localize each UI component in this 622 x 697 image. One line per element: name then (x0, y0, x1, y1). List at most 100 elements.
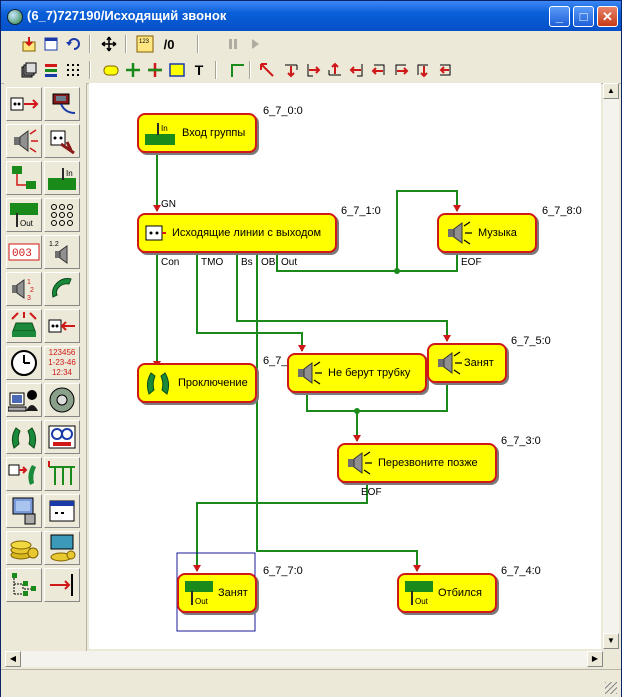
minimize-button[interactable]: _ (549, 6, 570, 27)
undo-button[interactable] (63, 34, 83, 54)
link-noanswer-join (306, 391, 357, 412)
palette-digits[interactable]: 003 (6, 235, 42, 269)
palette-group-out[interactable]: Out (6, 198, 42, 232)
palette-tree[interactable] (6, 568, 42, 602)
align-left-button[interactable] (347, 60, 367, 80)
window-button[interactable] (41, 34, 61, 54)
align-down2-button[interactable] (413, 60, 433, 80)
title-bar[interactable]: (6_7)727190/Исходящий звонок _ □ ✕ (1, 1, 621, 31)
port-eof-callback: EOF (361, 487, 382, 498)
resize-grip[interactable] (605, 682, 617, 694)
node-label: Перезвоните позже (378, 457, 478, 469)
palette-tape[interactable] (44, 420, 80, 454)
palette-ringing-phone[interactable] (6, 309, 42, 343)
palette-time-format[interactable]: 123456 1-23-46 12:34 (44, 346, 80, 380)
clock-icon (11, 350, 37, 376)
scroll-left-button[interactable]: ◀ (5, 651, 21, 667)
link-ob-to-hungup (256, 251, 421, 572)
socket-cut-icon (50, 130, 75, 154)
text-tool-button[interactable]: T (194, 62, 204, 78)
grid-button[interactable] (63, 60, 83, 80)
speaker-icon (298, 361, 322, 385)
align-topleft-button[interactable] (257, 60, 277, 80)
lines-button[interactable] (41, 60, 61, 80)
palette-payment[interactable] (44, 531, 80, 565)
speaker-icon (348, 451, 372, 475)
node-busy-out[interactable]: Out Занят (177, 573, 257, 613)
node-label: Не берут трубку (328, 367, 411, 379)
scroll-down-button[interactable]: ▼ (603, 633, 619, 649)
palette-call-forward[interactable] (6, 457, 42, 491)
palette-branch[interactable] (44, 457, 80, 491)
scroll-right-button[interactable]: ▶ (587, 651, 603, 667)
palette-end[interactable] (44, 568, 80, 602)
call-forward-icon (8, 464, 36, 485)
connector-button[interactable] (227, 60, 247, 80)
link-music-eof (397, 251, 458, 272)
palette-recorder[interactable] (44, 87, 80, 121)
import-button[interactable] (19, 34, 39, 54)
arrow-right-box-icon (307, 64, 321, 77)
palette-group-in[interactable]: In (44, 161, 80, 195)
node-outgoing-lines[interactable]: Исходящие линии с выходом (137, 213, 337, 253)
app-icon (7, 9, 23, 25)
add-point-red-button[interactable] (145, 60, 165, 80)
number-button[interactable]: 123 (135, 34, 155, 54)
node-music[interactable]: Музыка (437, 213, 537, 253)
node-connect[interactable]: Проключение (137, 363, 257, 403)
align-left2-button[interactable] (369, 60, 389, 80)
node-id-hungup: 6_7_4:0 (501, 565, 541, 577)
palette-dial[interactable] (44, 383, 80, 417)
add-node-button[interactable] (101, 60, 121, 80)
link-tmo-to-noanswer (196, 251, 306, 352)
align-right-button[interactable] (303, 60, 323, 80)
out-port-label: Out (415, 597, 429, 606)
group-in-icon: In (48, 168, 76, 190)
close-button[interactable]: ✕ (597, 6, 618, 27)
palette-speaker-numbers[interactable]: 1.2 (44, 235, 80, 269)
palette-keypad[interactable] (44, 198, 80, 232)
palette-socket-cut[interactable] (44, 124, 80, 158)
palette-clock[interactable] (6, 346, 42, 380)
palette-operator[interactable] (6, 383, 42, 417)
palette-transfer-out[interactable] (6, 87, 42, 121)
align-up-button[interactable] (325, 60, 345, 80)
align-up2-button[interactable] (435, 60, 455, 80)
node-label: Занят (464, 357, 494, 369)
add-point-green-button[interactable] (123, 60, 143, 80)
pause-button[interactable] (223, 34, 243, 54)
coins-icon (10, 540, 39, 560)
palette-dialog[interactable] (44, 494, 80, 528)
maximize-button[interactable]: □ (573, 6, 594, 27)
node-group-entry[interactable]: In Вход группы (137, 113, 257, 153)
undo-icon (66, 38, 80, 50)
align-right2-button[interactable] (391, 60, 411, 80)
palette-handset[interactable] (44, 272, 80, 306)
horizontal-scrollbar[interactable]: ◀ ▶ (5, 651, 603, 667)
end-arrow-icon (50, 574, 73, 596)
frame-button[interactable] (167, 60, 187, 80)
palette-hub[interactable] (6, 161, 42, 195)
layers-button[interactable] (19, 60, 39, 80)
move-button[interactable] (99, 34, 119, 54)
scroll-up-button[interactable]: ▲ (603, 83, 619, 99)
node-hung-up[interactable]: Out Отбился (397, 573, 497, 613)
palette-transfer-in[interactable] (44, 309, 80, 343)
diagram-canvas[interactable]: 6_7_0:0 6_7_1:0 6_7_8:0 6_7_2:0 6_7_6:0 … (89, 83, 601, 649)
port-con: Con (161, 257, 180, 268)
node-call-back-later[interactable]: Перезвоните позже (337, 443, 497, 483)
palette-speaker[interactable] (6, 124, 42, 158)
play-button[interactable] (245, 34, 265, 54)
align-down-button[interactable] (281, 60, 301, 80)
vertical-scrollbar[interactable]: ▲ ▼ (603, 83, 619, 649)
palette-computer[interactable] (6, 494, 42, 528)
rounded-node-icon (103, 65, 119, 76)
node-busy-line[interactable]: Занят (427, 343, 507, 383)
node-no-answer[interactable]: Не берут трубку (287, 353, 427, 393)
window-icon (44, 37, 58, 51)
recorder-icon (52, 93, 76, 114)
palette-coins[interactable] (6, 531, 42, 565)
palette-handsets[interactable] (6, 420, 42, 454)
time-format-1: 123456 (48, 348, 76, 357)
